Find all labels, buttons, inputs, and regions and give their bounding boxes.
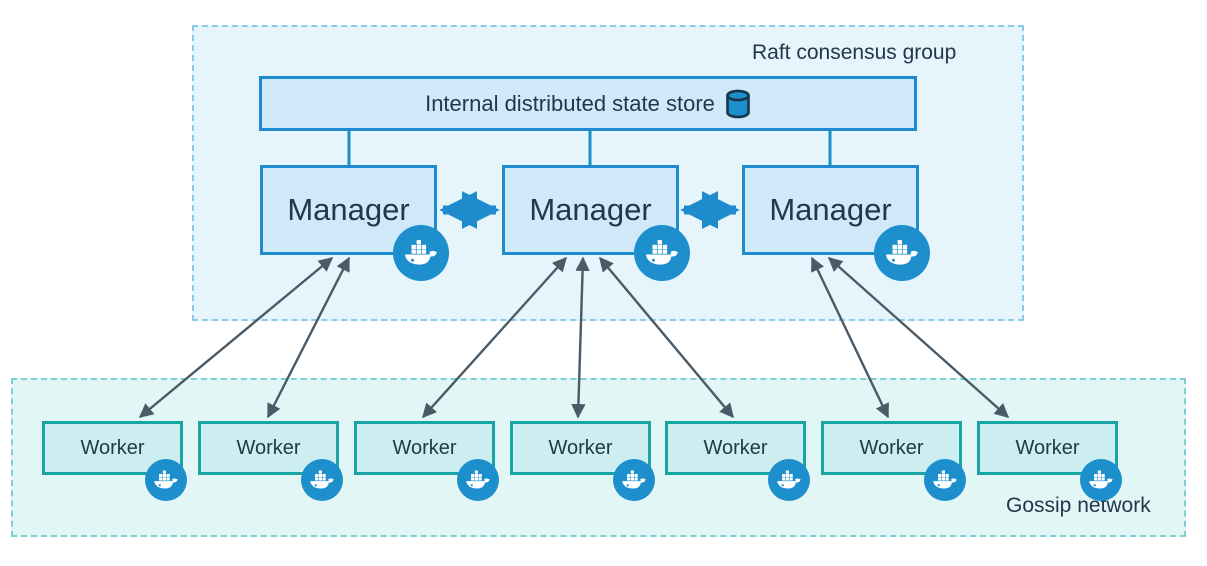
state-store-label: Internal distributed state store bbox=[425, 90, 715, 116]
database-cylinder-icon bbox=[725, 89, 751, 119]
docker-whale-icon bbox=[393, 225, 449, 281]
manager-node-2[interactable]: Manager bbox=[502, 165, 679, 255]
raft-consensus-group-label: Raft consensus group bbox=[752, 41, 957, 64]
docker-whale-icon bbox=[457, 459, 499, 501]
worker-node-2[interactable]: Worker bbox=[198, 421, 339, 475]
manager-node-1[interactable]: Manager bbox=[260, 165, 437, 255]
docker-whale-icon bbox=[924, 459, 966, 501]
gossip-network-label: Gossip network bbox=[1006, 494, 1151, 517]
worker-node-2-label: Worker bbox=[236, 436, 301, 459]
docker-whale-icon bbox=[613, 459, 655, 501]
docker-whale-icon bbox=[634, 225, 690, 281]
manager-node-2-label: Manager bbox=[529, 192, 652, 227]
worker-node-4-label: Worker bbox=[548, 436, 613, 459]
docker-whale-icon bbox=[874, 225, 930, 281]
manager-node-3-label: Manager bbox=[769, 192, 892, 227]
worker-node-4[interactable]: Worker bbox=[510, 421, 651, 475]
worker-node-3-label: Worker bbox=[392, 436, 457, 459]
manager-node-1-label: Manager bbox=[287, 192, 410, 227]
internal-distributed-state-store-box[interactable]: Internal distributed state store bbox=[259, 76, 917, 131]
worker-node-1[interactable]: Worker bbox=[42, 421, 183, 475]
worker-node-6-label: Worker bbox=[859, 436, 924, 459]
worker-node-7-label: Worker bbox=[1015, 436, 1080, 459]
manager-node-3[interactable]: Manager bbox=[742, 165, 919, 255]
docker-whale-icon bbox=[301, 459, 343, 501]
state-store-label-wrap: Internal distributed state store bbox=[425, 89, 751, 119]
docker-whale-icon bbox=[768, 459, 810, 501]
docker-whale-icon bbox=[145, 459, 187, 501]
worker-node-1-label: Worker bbox=[80, 436, 145, 459]
docker-whale-icon bbox=[1080, 459, 1122, 501]
manager-worker-arrows bbox=[138, 256, 1010, 419]
worker-node-5-label: Worker bbox=[703, 436, 768, 459]
store-to-manager-connectors bbox=[347, 131, 832, 165]
